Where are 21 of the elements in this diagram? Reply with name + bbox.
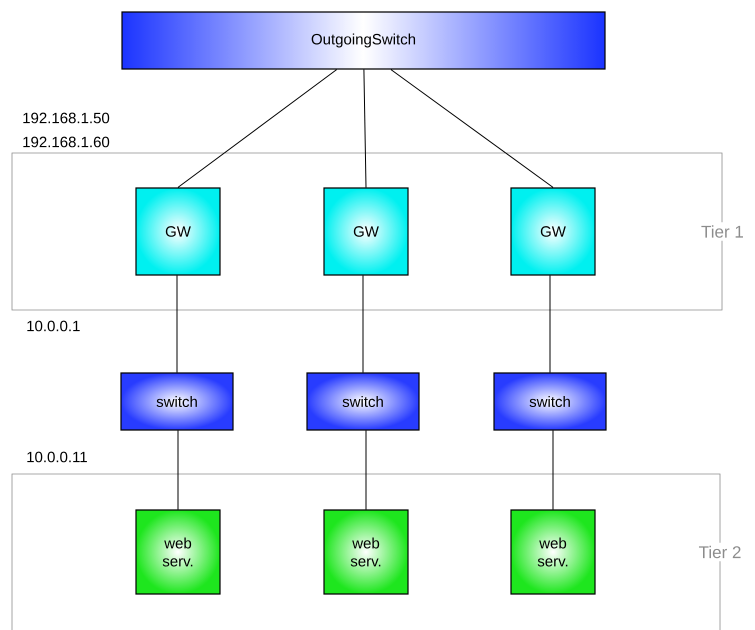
gateway-box: GW (323, 187, 409, 276)
server-box: web serv. (323, 509, 409, 595)
connector-line (178, 69, 338, 188)
connector-line (390, 69, 554, 188)
ip-address: 192.168.1.50 (23, 112, 110, 124)
connector-line (176, 275, 178, 373)
connector-line (362, 275, 364, 373)
server-box: web serv. (135, 509, 221, 595)
server-box: web serv. (510, 509, 596, 595)
switch-bar: OutgoingSwitch (121, 11, 606, 70)
connector-line (363, 69, 366, 188)
ip-address: 192.168.1.60 (23, 136, 110, 148)
connector-line (552, 430, 554, 510)
ip-address: 10.0.0.11 (27, 452, 87, 462)
switch-box: switch (306, 372, 420, 431)
gateway-box: GW (135, 187, 221, 276)
ip-address: 10.0.0.1 (27, 320, 80, 332)
switch-box: switch (120, 372, 234, 431)
node-label: Tier 2 (698, 546, 741, 558)
switch-box: switch (493, 372, 607, 431)
gateway-box: GW (510, 187, 596, 276)
